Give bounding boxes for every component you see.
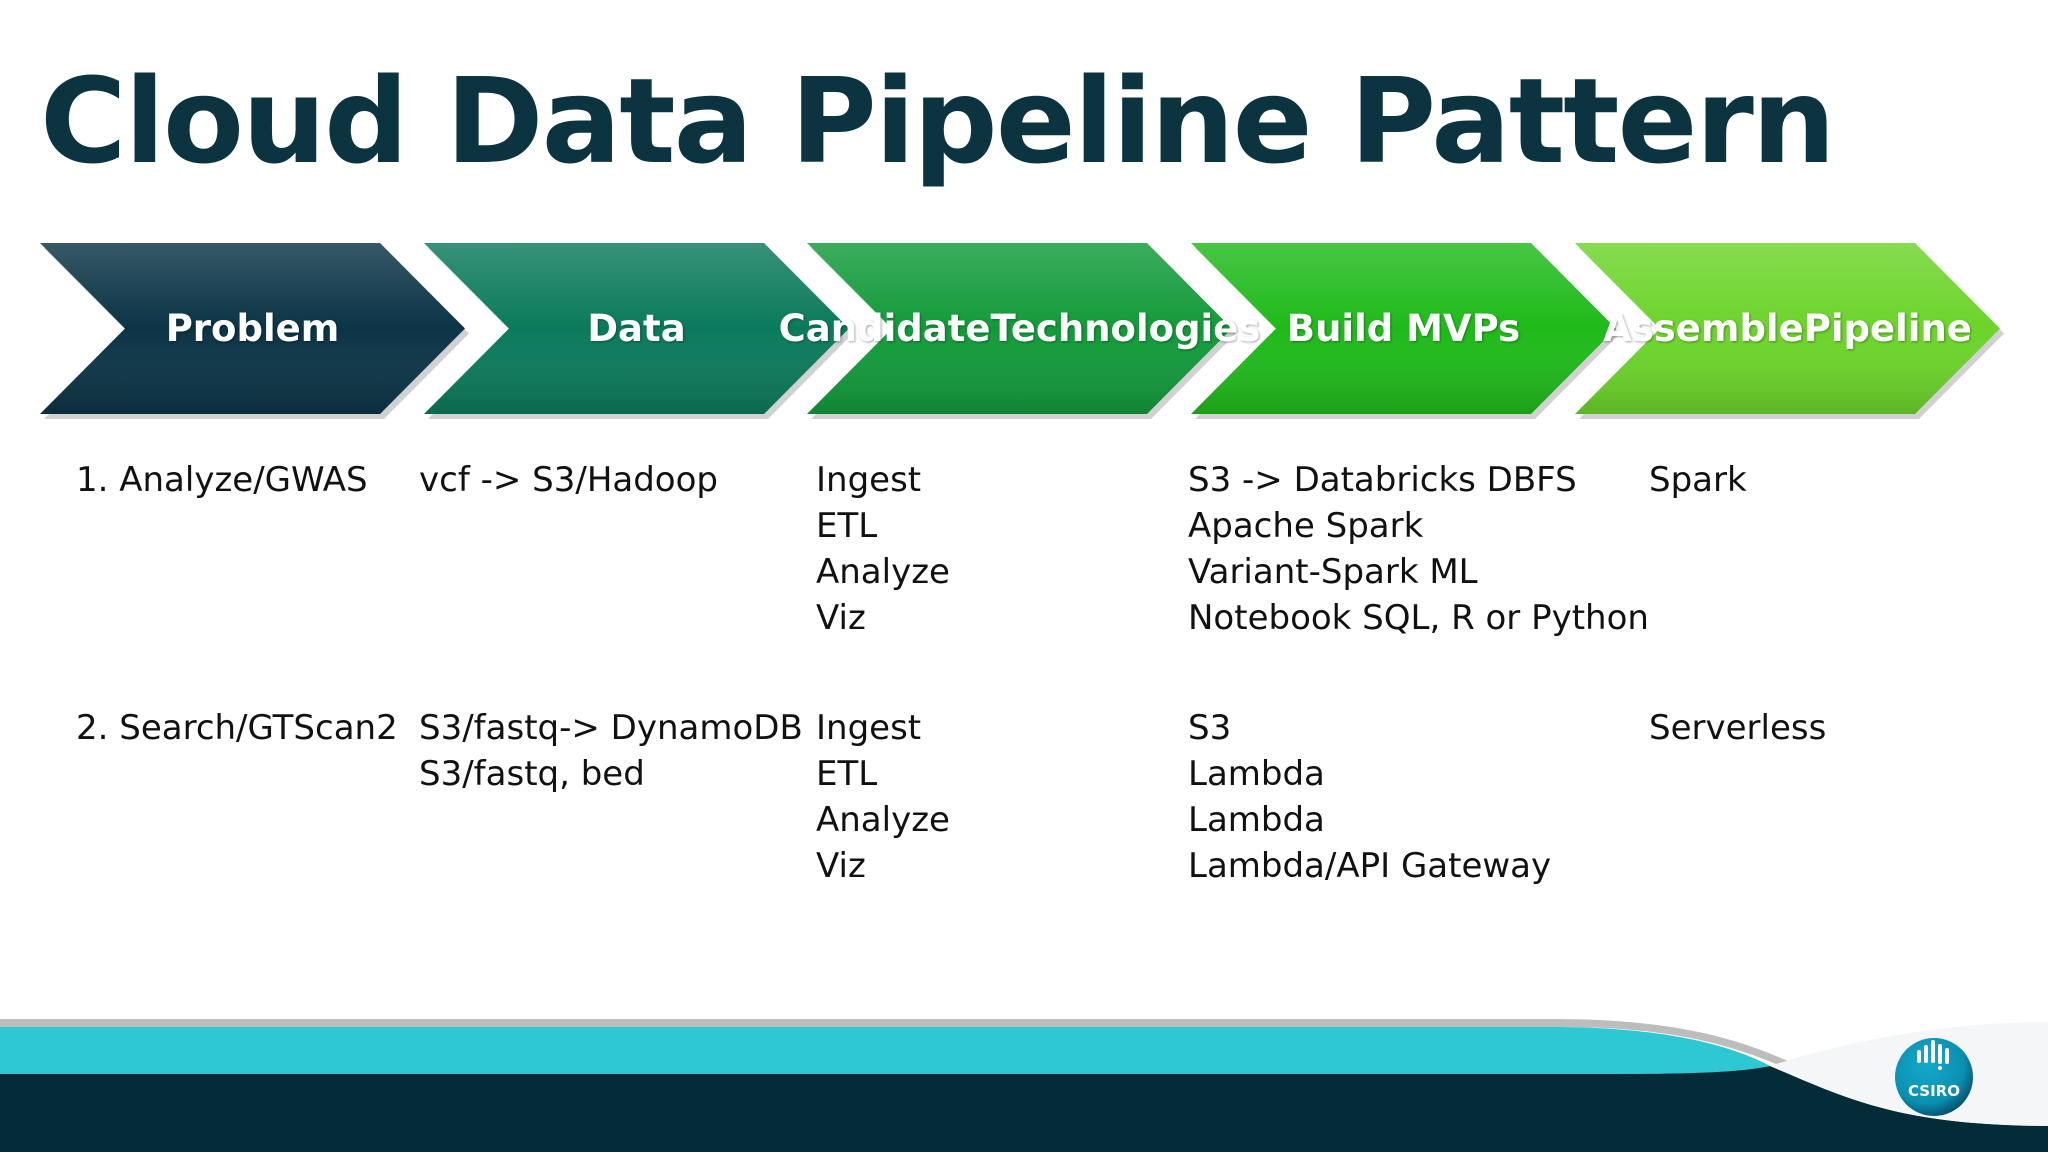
- row-2-pipeline: Serverless: [1649, 705, 1826, 751]
- cell-line: Analyze: [816, 800, 950, 840]
- cell-line: S3 -> Databricks DBFS: [1188, 460, 1577, 500]
- cell-line: Lambda: [1188, 754, 1325, 794]
- footer-teal-band: [0, 1027, 1770, 1074]
- chevron-shine: [807, 243, 1232, 414]
- cell-line: Ingest: [816, 460, 922, 500]
- chevron-shine: [40, 243, 465, 414]
- cell-line: S3: [1188, 708, 1232, 748]
- cell-line: Apache Spark: [1188, 506, 1424, 546]
- stage-label-line: Candidate: [778, 307, 991, 350]
- svg-text:CSIRO: CSIRO: [1908, 1082, 1960, 1100]
- stage-label-build-mvps: Build MVPs: [1234, 243, 1574, 414]
- cell-line: Viz: [816, 598, 866, 638]
- stage-label-line: Problem: [165, 307, 340, 350]
- row-2-data: S3/fastq-> DynamoDB S3/fastq, bed: [419, 705, 803, 797]
- cell-line: 1. Analyze/GWAS: [76, 460, 368, 500]
- csiro-logo: CSIRO: [1895, 1038, 1973, 1116]
- chevron-shine: [1575, 243, 2000, 414]
- row-1-pipeline: Spark: [1649, 457, 1747, 503]
- cell-line: Spark: [1649, 460, 1747, 500]
- cell-line: Analyze: [816, 552, 950, 592]
- cell-line: Notebook SQL, R or Python: [1188, 598, 1649, 638]
- cell-line: S3/fastq, bed: [419, 754, 645, 794]
- cell-line: ETL: [816, 754, 878, 794]
- cell-line: Lambda/API Gateway: [1188, 846, 1552, 886]
- footer-navy-band: [0, 1066, 2048, 1152]
- cell-line: vcf -> S3/Hadoop: [419, 460, 718, 500]
- chevron-shine: [424, 243, 849, 414]
- stage-label-line: Assemble: [1603, 307, 1804, 350]
- cell-line: ETL: [816, 506, 878, 546]
- cell-line: Viz: [816, 846, 866, 886]
- cell-line: Variant-Spark ML: [1188, 552, 1478, 592]
- chevron-shine: [1191, 243, 1616, 414]
- pipeline-chevrons: [40, 243, 2004, 419]
- stage-label-data: Data: [467, 243, 807, 414]
- cell-line: Ingest: [816, 708, 922, 748]
- cell-line: 2. Search/GTScan2: [76, 708, 398, 748]
- cell-line: S3/fastq-> DynamoDB: [419, 708, 803, 748]
- stage-label-line: Technologies: [990, 307, 1261, 350]
- row-1-data: vcf -> S3/Hadoop: [419, 457, 718, 503]
- footer-gray-line: [0, 1019, 1790, 1070]
- cell-line: Lambda: [1188, 800, 1325, 840]
- stage-label-line: Pipeline: [1803, 307, 1972, 350]
- stage-label-line: Data: [587, 307, 686, 350]
- slide-title: Cloud Data Pipeline Pattern: [40, 52, 1836, 190]
- stage-label-problem: Problem: [83, 243, 423, 414]
- cell-line: Serverless: [1649, 708, 1827, 748]
- row-1-problem: 1. Analyze/GWAS: [76, 457, 368, 503]
- row-2-problem: 2. Search/GTScan2: [76, 705, 398, 751]
- stage-label-line: Build MVPs: [1286, 307, 1521, 350]
- footer-band: CSIRO: [0, 1019, 2048, 1152]
